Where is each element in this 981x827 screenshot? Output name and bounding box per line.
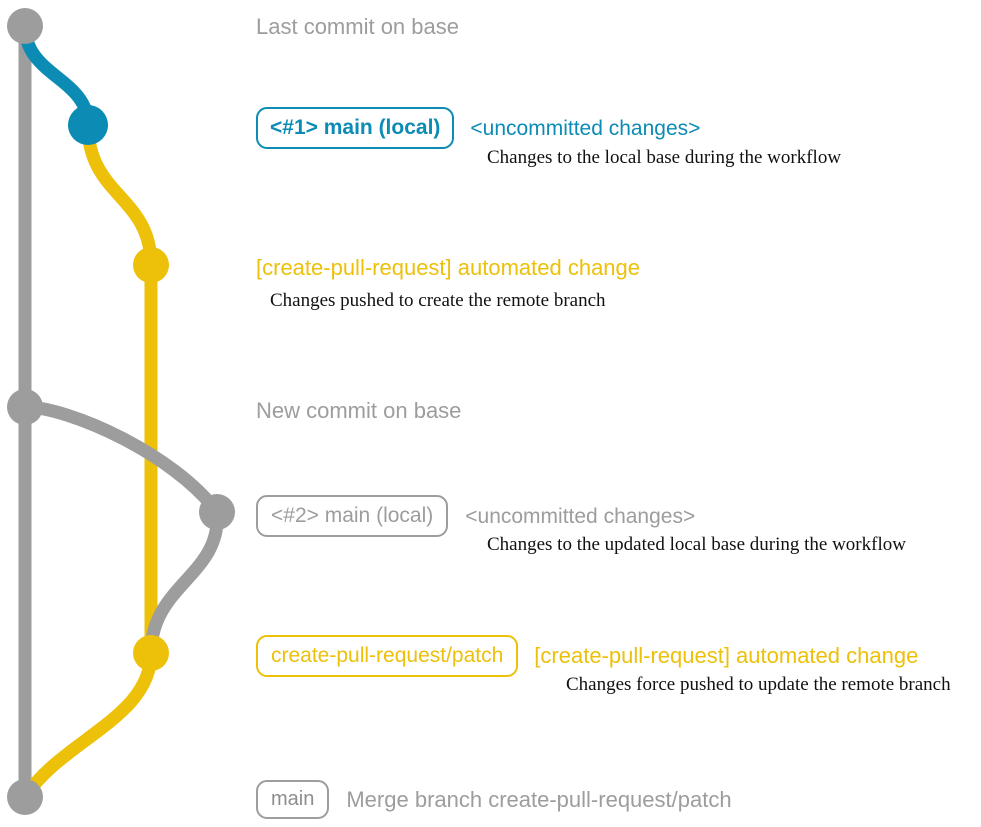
subject-uncommitted-changes-1: <uncommitted changes> bbox=[470, 116, 701, 140]
node-patch-commit-1[interactable] bbox=[133, 247, 169, 283]
description-local-changes-2: Changes to the updated local base during… bbox=[487, 534, 906, 555]
subject-automated-change-2: [create-pull-request] automated change bbox=[534, 643, 919, 668]
edge-patch2-to-merge bbox=[18, 646, 158, 804]
node-local-2[interactable] bbox=[199, 494, 235, 530]
row-automated-change-2: create-pull-request/patch [create-pull-r… bbox=[256, 635, 918, 677]
description-force-push: Changes force pushed to update the remot… bbox=[566, 674, 951, 695]
description-push-create-branch: Changes pushed to create the remote bran… bbox=[270, 290, 606, 311]
label-last-commit-on-base: Last commit on base bbox=[256, 14, 459, 39]
subject-automated-change-1: [create-pull-request] automated change bbox=[256, 255, 641, 280]
label-new-commit-on-base: New commit on base bbox=[256, 398, 462, 423]
edge-local1-to-patch1 bbox=[81, 118, 158, 272]
edge-local2-to-patch2 bbox=[144, 505, 224, 660]
description-local-changes-1: Changes to the local base during the wor… bbox=[487, 147, 842, 168]
subject-merge-branch: Merge branch create-pull-request/patch bbox=[346, 786, 732, 812]
badge-create-pull-request-patch[interactable]: create-pull-request/patch bbox=[256, 635, 519, 677]
node-merge-commit[interactable] bbox=[7, 779, 43, 815]
edge-basenew-to-local2 bbox=[18, 400, 224, 519]
node-base-head[interactable] bbox=[7, 8, 43, 44]
node-local-1[interactable] bbox=[68, 105, 108, 145]
row-merge-commit: main Merge branch create-pull-request/pa… bbox=[256, 780, 732, 819]
badge-main[interactable]: main bbox=[256, 780, 330, 819]
row-local-uncommitted-1: <#1> main (local) <uncommitted changes> bbox=[256, 107, 700, 149]
badge-main-local-2[interactable]: <#2> main (local) bbox=[256, 495, 449, 537]
subject-uncommitted-changes-2: <uncommitted changes> bbox=[465, 504, 696, 528]
node-patch-commit-2[interactable] bbox=[133, 635, 169, 671]
badge-main-local-1[interactable]: <#1> main (local) bbox=[256, 107, 455, 149]
node-base-new[interactable] bbox=[7, 389, 43, 425]
row-local-uncommitted-2: <#2> main (local) <uncommitted changes> bbox=[256, 495, 695, 537]
